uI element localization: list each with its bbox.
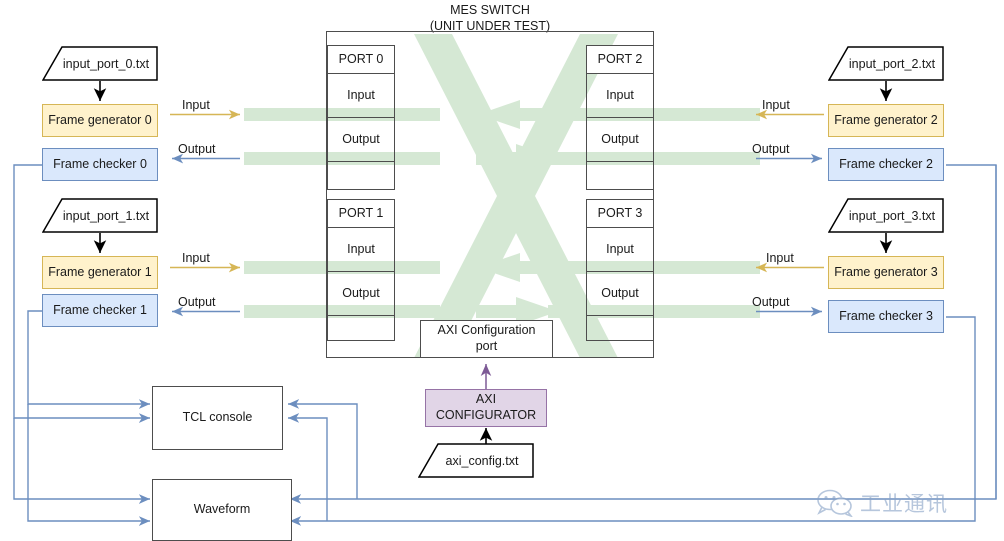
frame-generator-2[interactable]: Frame generator 2 bbox=[828, 104, 944, 137]
file-axi-config[interactable]: axi_config.txt bbox=[417, 443, 534, 478]
port-1-spare[interactable] bbox=[327, 316, 395, 341]
edge-label-output-2: Output bbox=[752, 142, 790, 156]
axi-configurator[interactable]: AXI CONFIGURATOR bbox=[425, 389, 547, 427]
edge-label-input-0: Input bbox=[182, 98, 210, 112]
file-shape-icon bbox=[827, 46, 944, 81]
file-input-port-1[interactable]: input_port_1.txt bbox=[41, 198, 158, 233]
edge-label-output-1: Output bbox=[178, 295, 216, 309]
port-1-output-label: Output bbox=[342, 285, 380, 300]
frame-generator-0[interactable]: Frame generator 0 bbox=[42, 104, 158, 137]
port-2-spare[interactable] bbox=[586, 162, 654, 190]
axi-configurator-line2: CONFIGURATOR bbox=[435, 408, 537, 422]
frame-generator-1-label: Frame generator 1 bbox=[48, 264, 152, 279]
file-shape-icon bbox=[41, 198, 158, 233]
frame-checker-0-label: Frame checker 0 bbox=[53, 156, 147, 171]
port-1-header[interactable]: PORT 1 bbox=[327, 199, 395, 228]
checker-right-routing bbox=[288, 164, 997, 526]
port-3-output[interactable]: Output bbox=[586, 272, 654, 316]
port-1-input[interactable]: Input bbox=[327, 228, 395, 272]
file-shape-icon bbox=[41, 46, 158, 81]
file-input-port-1-label: input_port_1.txt bbox=[62, 208, 150, 223]
port-0-spare[interactable] bbox=[327, 162, 395, 190]
watermark-text: 工业通讯 bbox=[860, 492, 948, 516]
port-3-input-label: Input bbox=[606, 241, 634, 256]
watermark: 工业通讯 bbox=[816, 488, 948, 518]
port-3-spare[interactable] bbox=[586, 316, 654, 341]
port-0-input-label: Input bbox=[347, 87, 375, 102]
checker-left-routing bbox=[13, 164, 150, 526]
waveform[interactable]: Waveform bbox=[152, 479, 292, 541]
port-2-header[interactable]: PORT 2 bbox=[586, 45, 654, 74]
file-axi-config-label: axi_config.txt bbox=[445, 453, 519, 468]
axi-configuration-port[interactable]: AXI Configuration port bbox=[420, 320, 553, 358]
edge-arrows-left bbox=[170, 109, 240, 317]
edge-label-output-3: Output bbox=[752, 295, 790, 309]
wechat-icon bbox=[817, 489, 853, 517]
port-3-output-label: Output bbox=[601, 285, 639, 300]
file-input-port-3[interactable]: input_port_3.txt bbox=[827, 198, 944, 233]
frame-checker-1-label: Frame checker 1 bbox=[53, 302, 147, 317]
port-0-header[interactable]: PORT 0 bbox=[327, 45, 395, 74]
waveform-label: Waveform bbox=[193, 502, 251, 517]
edge-label-input-3: Input bbox=[766, 251, 794, 265]
switch-title-line1: MES SWITCH bbox=[450, 3, 530, 17]
frame-generator-2-label: Frame generator 2 bbox=[834, 112, 938, 127]
port-3-input[interactable]: Input bbox=[586, 228, 654, 272]
edge-label-output-0: Output bbox=[178, 142, 216, 156]
file-input-port-0[interactable]: input_port_0.txt bbox=[41, 46, 158, 81]
port-0-output[interactable]: Output bbox=[327, 118, 395, 162]
port-2-input[interactable]: Input bbox=[586, 74, 654, 118]
port-0-output-label: Output bbox=[342, 131, 380, 146]
file-shape-icon bbox=[417, 443, 534, 478]
file-shape-icon bbox=[827, 198, 944, 233]
port-0-input[interactable]: Input bbox=[327, 74, 395, 118]
port-2-label: PORT 2 bbox=[597, 51, 643, 66]
file-input-port-3-label: input_port_3.txt bbox=[848, 208, 936, 223]
datapath-green-segments bbox=[244, 108, 760, 318]
switch-title-line2: (UNIT UNDER TEST) bbox=[429, 19, 551, 34]
edge-arrows-right bbox=[756, 109, 824, 317]
frame-checker-2[interactable]: Frame checker 2 bbox=[828, 148, 944, 181]
port-2-input-label: Input bbox=[606, 87, 634, 102]
edge-label-input-2: Input bbox=[762, 98, 790, 112]
frame-checker-1[interactable]: Frame checker 1 bbox=[42, 294, 158, 327]
axi-config-port-line1: AXI Configuration bbox=[437, 323, 536, 338]
port-3-header[interactable]: PORT 3 bbox=[586, 199, 654, 228]
axi-config-port-line2: port bbox=[475, 339, 498, 353]
axi-configurator-line1: AXI bbox=[475, 392, 497, 407]
frame-checker-3-label: Frame checker 3 bbox=[839, 308, 933, 323]
file-input-port-0-label: input_port_0.txt bbox=[62, 56, 150, 71]
file-input-port-2[interactable]: input_port_2.txt bbox=[827, 46, 944, 81]
port-0-label: PORT 0 bbox=[338, 51, 384, 66]
frame-checker-3[interactable]: Frame checker 3 bbox=[828, 300, 944, 333]
port-2-output[interactable]: Output bbox=[586, 118, 654, 162]
port-3-label: PORT 3 bbox=[597, 205, 643, 220]
frame-checker-2-label: Frame checker 2 bbox=[839, 156, 933, 171]
frame-generator-0-label: Frame generator 0 bbox=[48, 112, 152, 127]
port-1-output[interactable]: Output bbox=[327, 272, 395, 316]
tcl-console[interactable]: TCL console bbox=[152, 386, 283, 450]
crossbar-switch-arrows bbox=[414, 34, 618, 358]
port-2-output-label: Output bbox=[601, 131, 639, 146]
switch-title: MES SWITCH (UNIT UNDER TEST) bbox=[370, 2, 610, 35]
frame-generator-1[interactable]: Frame generator 1 bbox=[42, 256, 158, 289]
edge-label-input-1: Input bbox=[182, 251, 210, 265]
frame-generator-3[interactable]: Frame generator 3 bbox=[828, 256, 944, 289]
frame-generator-3-label: Frame generator 3 bbox=[834, 264, 938, 279]
port-1-label: PORT 1 bbox=[338, 205, 384, 220]
frame-checker-0[interactable]: Frame checker 0 bbox=[42, 148, 158, 181]
file-input-port-2-label: input_port_2.txt bbox=[848, 56, 936, 71]
tcl-console-label: TCL console bbox=[182, 410, 253, 425]
port-1-input-label: Input bbox=[347, 241, 375, 256]
